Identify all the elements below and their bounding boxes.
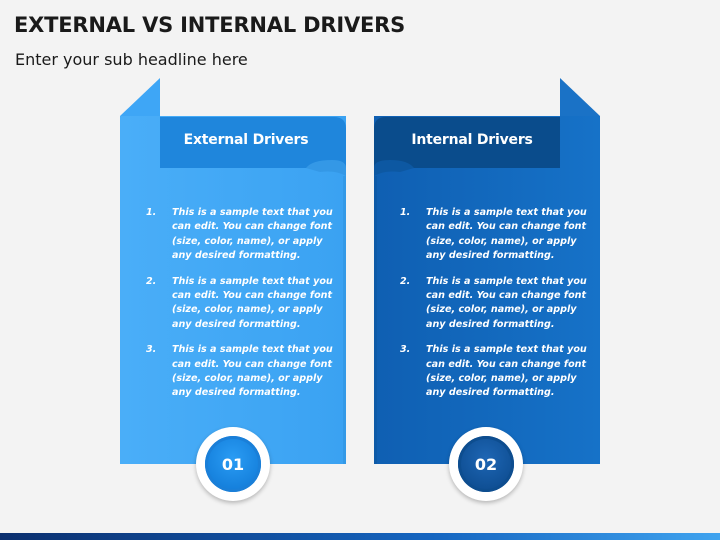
- external-badge-number: 01: [205, 436, 261, 492]
- external-header-band: [160, 117, 346, 168]
- internal-body: [374, 116, 600, 464]
- page-subtitle: Enter your sub headline here: [15, 50, 248, 69]
- internal-badge: 02: [449, 427, 523, 501]
- list-item: 3.This is a sample text that you can edi…: [146, 344, 333, 399]
- internal-badge-number: 02: [458, 436, 514, 492]
- bottom-accent-bar: [0, 533, 720, 540]
- internal-panel: [374, 78, 600, 464]
- external-panel: [120, 78, 346, 464]
- list-item: 1.This is a sample text that you can edi…: [400, 207, 587, 262]
- list-item: 1.This is a sample text that you can edi…: [146, 207, 333, 262]
- internal-curl: [374, 160, 414, 176]
- list-item: 2.This is a sample text that you can edi…: [146, 275, 333, 330]
- list-item: 3.This is a sample text that you can edi…: [400, 344, 587, 399]
- external-body: [120, 116, 346, 464]
- external-badge: 01: [196, 427, 270, 501]
- internal-list: 1.This is a sample text that you can edi…: [398, 206, 588, 412]
- external-header-label: External Drivers: [183, 132, 309, 148]
- list-item: 2.This is a sample text that you can edi…: [400, 275, 587, 330]
- internal-header-band: [374, 117, 560, 168]
- external-curl: [306, 160, 346, 176]
- internal-header-label: Internal Drivers: [411, 132, 533, 148]
- external-list: 1.This is a sample text that you can edi…: [144, 206, 334, 412]
- page-title: EXTERNAL VS INTERNAL DRIVERS: [14, 13, 406, 37]
